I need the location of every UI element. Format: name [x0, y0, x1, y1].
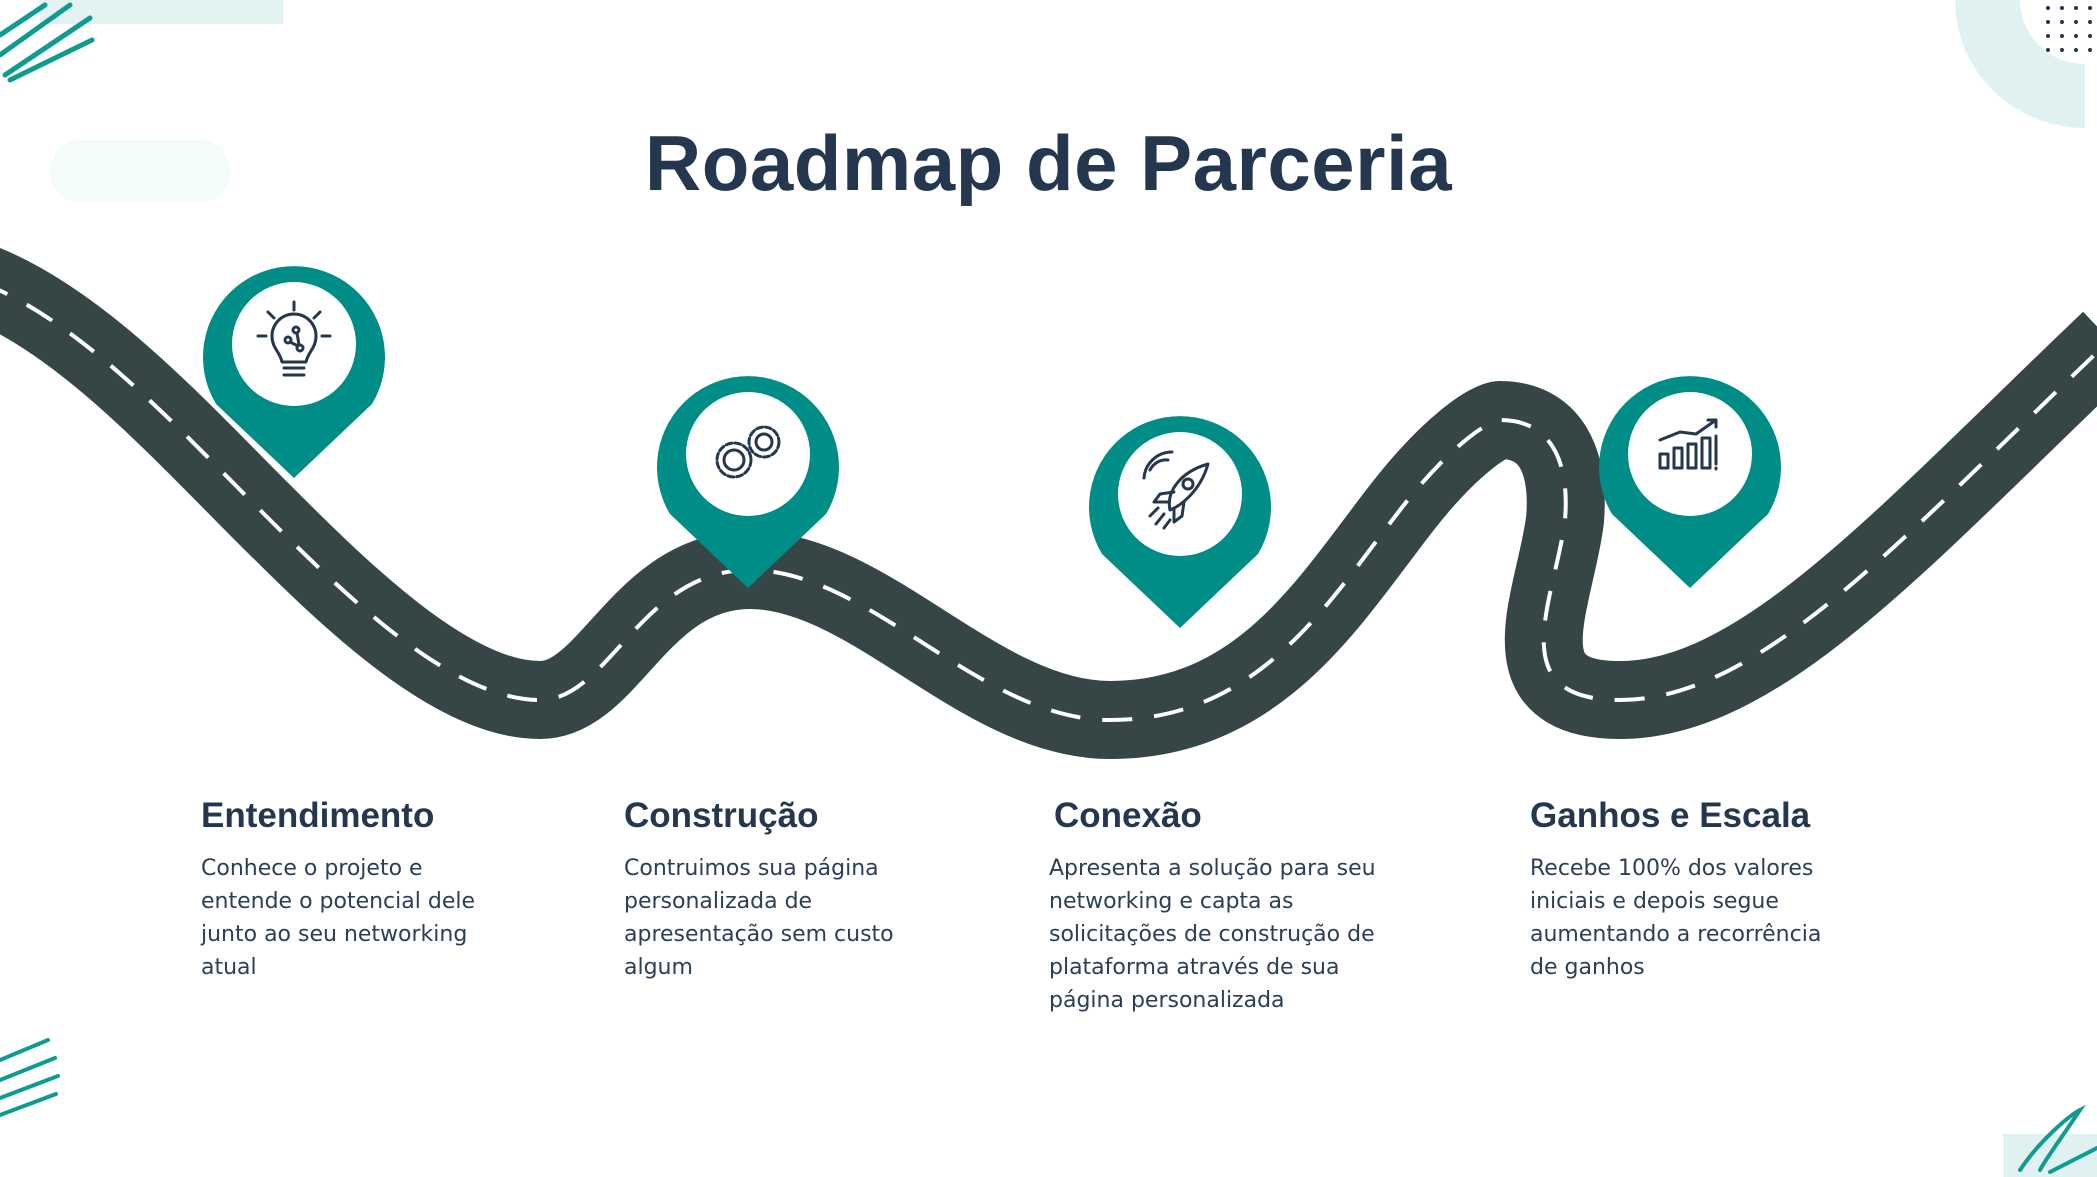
step-title-entendimento: Entendimento: [201, 796, 435, 835]
pin-ganhos: [1599, 376, 1781, 588]
lightbulb-icon: [256, 300, 332, 377]
gears-icon: [715, 425, 781, 479]
pin-construcao: [657, 376, 839, 588]
step-description-ganhos: Recebe 100% dos valores iniciais e depoi…: [1530, 856, 1822, 980]
step-description-entendimento: Conhece o projeto e entende o potencial …: [201, 856, 476, 980]
decor-top-left: [0, 0, 283, 202]
pin-entendimento: [203, 266, 385, 478]
step-description-conexao: Apresenta a solução para seu networking …: [1049, 856, 1376, 1013]
decor-bottom-left: [0, 1038, 60, 1117]
road: [0, 248, 2097, 759]
step-description-construcao: Contruimos sua página personalizada de a…: [624, 856, 894, 980]
step-title-conexao: Conexão: [1054, 796, 1202, 835]
rocket-icon: [1142, 450, 1210, 530]
step-title-ganhos: Ganhos e Escala: [1530, 796, 1811, 835]
pin-conexao: [1089, 416, 1271, 628]
step-title-construcao: Construção: [624, 796, 819, 835]
growth-chart-icon: [1658, 418, 1718, 471]
decor-bottom-right: [2003, 1104, 2097, 1177]
page-title: Roadmap de Parceria: [644, 119, 1453, 207]
decor-top-right: [1955, 0, 2092, 128]
